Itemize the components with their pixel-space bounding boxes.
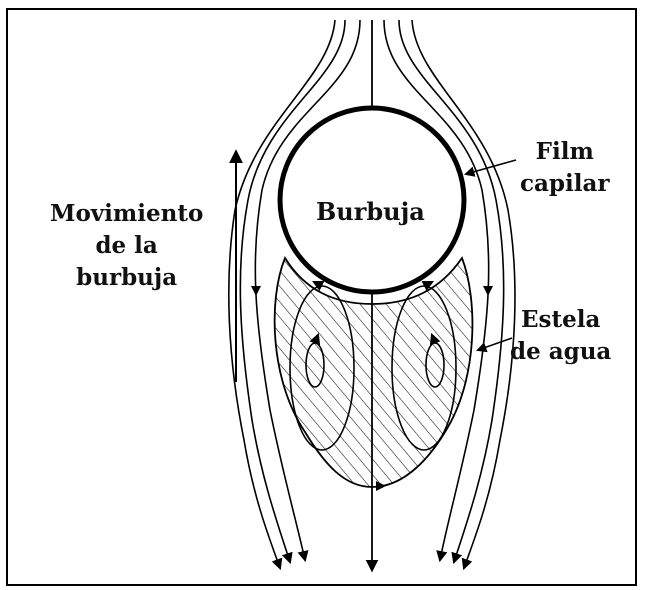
film-label-line-2: capilar xyxy=(520,168,609,200)
movement-label: Movimiento de la burbuja xyxy=(50,198,203,294)
film-capilar-label: Film capilar xyxy=(520,136,609,200)
movement-label-line-3: burbuja xyxy=(50,262,203,294)
bubble-label: Burbuja xyxy=(316,196,425,228)
wake-label-line-2: de agua xyxy=(510,336,611,368)
film-label-line-1: Film xyxy=(520,136,609,168)
movement-label-line-2: de la xyxy=(50,230,203,262)
wake-label-line-1: Estela xyxy=(510,304,611,336)
estela-label: Estela de agua xyxy=(510,304,611,368)
movement-label-line-1: Movimiento xyxy=(50,198,203,230)
